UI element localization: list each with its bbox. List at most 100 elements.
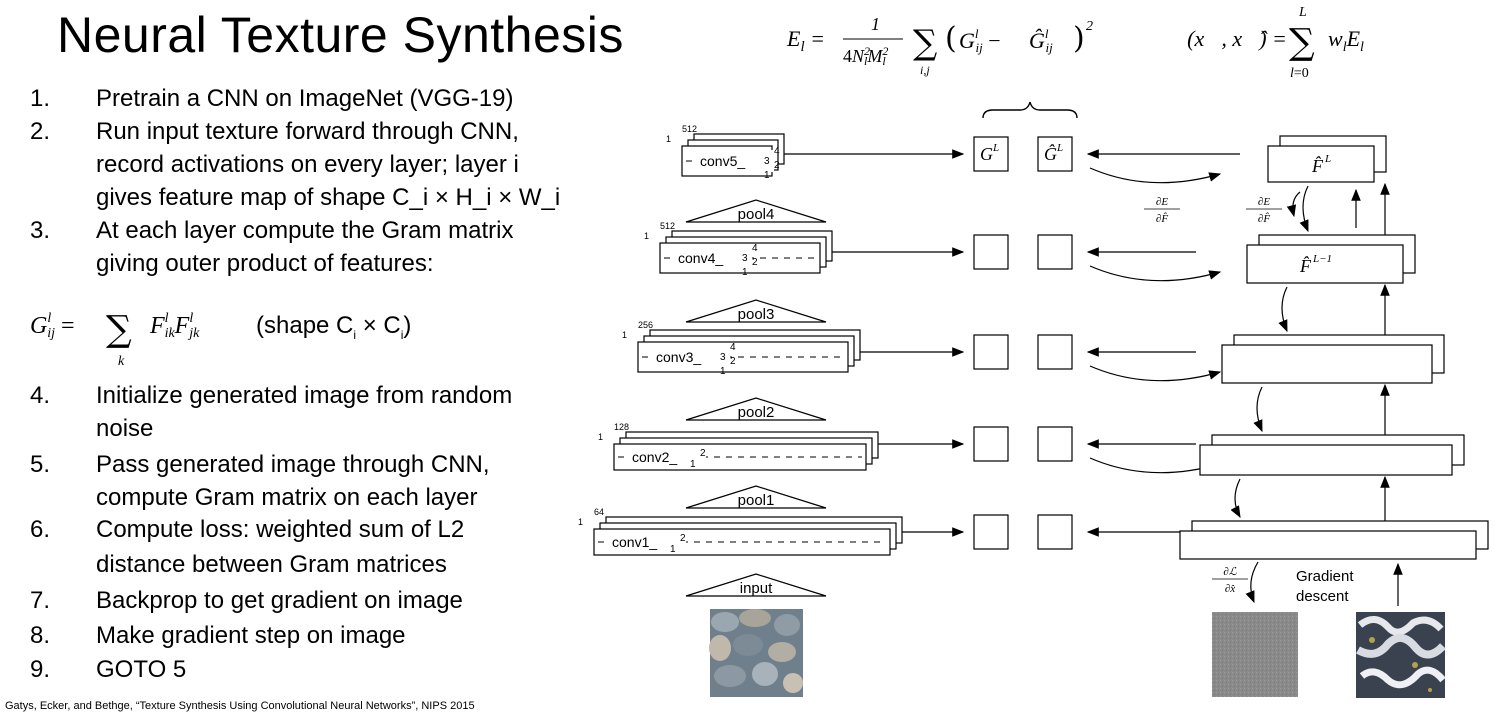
pool-label: pool1 xyxy=(738,492,775,509)
sup-label: 3 xyxy=(764,156,770,167)
channel-count: 512 xyxy=(660,221,675,231)
gram-label: G xyxy=(980,144,993,164)
svg-text:): ) xyxy=(1073,21,1085,56)
grad-loss-x-den: ∂x̂ xyxy=(1225,583,1236,595)
channel-one: 1 xyxy=(578,517,583,527)
input-texture-image xyxy=(709,609,803,697)
label-bg xyxy=(696,150,774,172)
grad-el-fl: ∂E ∂F̂ xyxy=(1144,196,1180,225)
label-bg xyxy=(652,346,730,368)
down-curved-arrow xyxy=(1253,386,1263,433)
down-curved-arrow xyxy=(1278,286,1288,333)
grad-loss-x: ∂ℒ∂x̂ xyxy=(1212,566,1248,595)
generated-feature-map xyxy=(1267,135,1387,183)
synthesized-texture-image xyxy=(1356,612,1446,698)
label-bg xyxy=(608,533,686,551)
pool-arrow: pool4 xyxy=(685,199,827,223)
gram-box xyxy=(973,334,1009,370)
svg-text:1: 1 xyxy=(871,14,880,34)
svg-text:∑: ∑ xyxy=(1289,22,1315,63)
grad-arrow xyxy=(1286,191,1301,218)
sup-label: 3 xyxy=(720,352,726,363)
sup-label: 4 xyxy=(730,342,736,353)
svg-text:L: L xyxy=(1298,5,1307,20)
channel-count: 64 xyxy=(594,507,604,517)
gen-map-front xyxy=(1267,145,1375,183)
layer-label: conv1_ xyxy=(612,534,657,550)
fhat-label-sup: L xyxy=(1324,153,1331,165)
sub-label: 1 xyxy=(720,366,726,377)
generated-feature-map xyxy=(1246,234,1416,284)
svg-text:i,j: i,j xyxy=(920,63,930,77)
down-to-noise-arrow xyxy=(1245,561,1259,604)
descent-label: descent xyxy=(1296,588,1349,605)
pool-arrow-shape xyxy=(685,573,827,597)
gram-brace xyxy=(982,101,1078,119)
grad-el-fl-num: ∂E xyxy=(1156,196,1168,208)
sub-label: 1 xyxy=(690,459,696,470)
svg-text:ℒ(x⃗, x⃗̂) =: ℒ(x⃗, x⃗̂) = xyxy=(1170,26,1287,51)
gen-map-front xyxy=(1246,244,1404,284)
svg-text:∑: ∑ xyxy=(913,23,937,63)
fhat-prev-label-sup: L−1 xyxy=(1312,253,1332,265)
generated-feature-map xyxy=(1221,334,1445,384)
sup-label: 2 xyxy=(700,448,706,459)
sub-label: 1 xyxy=(742,267,748,278)
channel-one: 1 xyxy=(622,330,627,340)
sup-label: 4 xyxy=(752,243,758,254)
layer-label: conv5_ xyxy=(700,153,745,169)
pool-label: pool3 xyxy=(738,306,775,323)
pool-arrow-shape xyxy=(685,199,827,223)
pool-arrow: pool2 xyxy=(685,397,827,421)
pool-label: pool4 xyxy=(738,206,775,223)
svg-text:wlEl: wlEl xyxy=(1328,26,1364,55)
gen-map-front xyxy=(1221,344,1433,384)
sup-label: 4 xyxy=(774,146,780,157)
fhat-prev-label: F̂ xyxy=(1299,256,1312,276)
svg-text:(shape Ci × Ci): (shape Ci × Ci) xyxy=(256,312,411,342)
svg-text:∑: ∑ xyxy=(106,309,132,350)
svg-text:El =: El = xyxy=(786,26,825,55)
layer-label: conv3_ xyxy=(656,349,701,365)
channel-count: 128 xyxy=(614,422,629,432)
gram-box xyxy=(973,136,1009,172)
noise-image xyxy=(1212,612,1298,697)
gen-map-front xyxy=(1199,444,1453,476)
curved-arrow xyxy=(1089,265,1222,282)
gen-map-front xyxy=(1179,530,1477,560)
channel-one: 1 xyxy=(598,432,603,442)
curved-arrow xyxy=(1089,167,1222,184)
pool-label: input xyxy=(740,580,773,597)
pool-arrow-shape xyxy=(685,485,827,509)
channel-one: 1 xyxy=(666,134,671,144)
gram-hat-box xyxy=(1037,136,1073,172)
svg-text:2: 2 xyxy=(1086,19,1093,34)
sub-label: 1 xyxy=(670,544,676,555)
pool-label: pool2 xyxy=(738,404,775,421)
gradient-label: Gradient xyxy=(1296,568,1354,585)
layer-label: conv4_ xyxy=(678,250,723,266)
sup-label: 2 xyxy=(730,356,736,367)
sup-label: 2 xyxy=(774,160,780,171)
pool-arrow-shape xyxy=(685,299,827,323)
svg-text:l=0: l=0 xyxy=(1290,66,1309,81)
gram-hat-box xyxy=(1037,514,1073,550)
generated-feature-map xyxy=(1179,520,1489,560)
gram-box xyxy=(973,426,1009,462)
grad-el-fl-1-num: ∂E xyxy=(1258,196,1270,208)
grad-el-fl-den: ∂F̂ xyxy=(1156,212,1168,225)
channel-one: 1 xyxy=(644,231,649,241)
gram-hat-label-sup: L xyxy=(1056,142,1063,154)
grad-el-fl-1: ∂E∂F̂ xyxy=(1246,196,1282,225)
pool-arrow: pool1 xyxy=(685,485,827,509)
